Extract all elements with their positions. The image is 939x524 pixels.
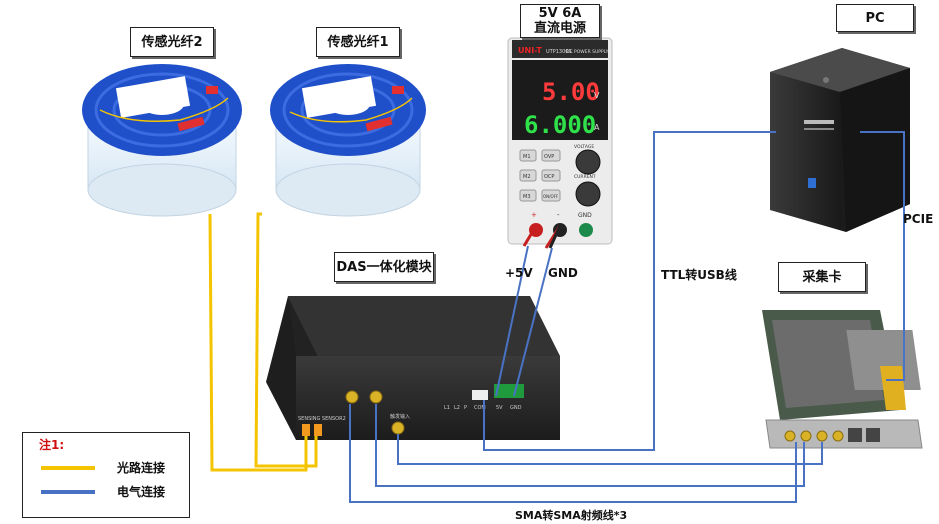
electrical-line-ttl-usb bbox=[483, 131, 776, 451]
svg-text:GND: GND bbox=[510, 405, 522, 411]
psu-model: UTP1306S bbox=[546, 49, 572, 55]
psu-current-unit: A bbox=[594, 123, 600, 132]
svg-text:M1: M1 bbox=[523, 154, 531, 160]
svg-text:-: - bbox=[557, 211, 560, 219]
label-plus5v: +5V bbox=[505, 266, 533, 280]
legend-electrical-swatch bbox=[41, 490, 95, 494]
psu-brand: UNI-T bbox=[518, 46, 542, 55]
label-daq-card: 采集卡 bbox=[778, 262, 866, 292]
electrical-line-sma-3 bbox=[397, 434, 823, 465]
svg-text:+: + bbox=[531, 211, 537, 219]
daq-sma-2 bbox=[800, 430, 812, 442]
svg-text:M3: M3 bbox=[523, 194, 531, 200]
daq-sma-1 bbox=[784, 430, 796, 442]
svg-text:L2: L2 bbox=[454, 405, 460, 411]
das-trigger-port bbox=[391, 421, 405, 435]
label-pc: PC bbox=[836, 4, 914, 32]
legend: 注1: 光路连接 电气连接 bbox=[22, 432, 190, 518]
das-sma-port-1 bbox=[345, 390, 359, 404]
fiber-spool-1 bbox=[270, 64, 426, 217]
power-supply: UNI-T UTP1306S DC POWER SUPPLY 5.00 V 6.… bbox=[507, 37, 613, 249]
psu-voltage-knob bbox=[575, 149, 601, 175]
psu-current-readout: 6.000 bbox=[524, 111, 596, 139]
psu-current-knob-label: CURRENT bbox=[574, 174, 596, 180]
optical-line-spool2 bbox=[208, 213, 308, 472]
svg-text:OCP: OCP bbox=[544, 174, 554, 180]
legend-optical-swatch bbox=[41, 466, 95, 470]
daq-card bbox=[762, 310, 923, 449]
psu-subtitle: DC POWER SUPPLY bbox=[566, 49, 609, 55]
label-gnd: GND bbox=[548, 266, 578, 280]
psu-gnd-terminal bbox=[579, 223, 593, 237]
electrical-line-gnd bbox=[513, 247, 553, 397]
label-fiber-2: 传感光纤2 bbox=[130, 27, 214, 57]
das-trigger-label: 触发输入 bbox=[390, 413, 410, 420]
daq-sma-3 bbox=[816, 430, 828, 442]
daq-sma-4 bbox=[832, 430, 844, 442]
svg-text:P: P bbox=[464, 405, 467, 411]
legend-optical-label: 光路连接 bbox=[117, 461, 166, 475]
psu-voltage-knob-label: VOLTAGE bbox=[574, 144, 594, 150]
electrical-line-plus5v bbox=[495, 245, 529, 397]
psu-current-knob bbox=[575, 181, 601, 207]
legend-electrical-label: 电气连接 bbox=[117, 485, 166, 499]
das-sensing-label: SENSING SENSOR2 bbox=[298, 416, 346, 422]
label-ttl-usb: TTL转USB线 bbox=[661, 268, 737, 282]
das-sma-port-2 bbox=[369, 390, 383, 404]
das-module: SENSING SENSOR2 触发输入 L1 L2 P COM 5V GND bbox=[266, 296, 560, 440]
svg-text:COM: COM bbox=[474, 405, 486, 411]
label-fiber-1: 传感光纤1 bbox=[316, 27, 400, 57]
psu-voltage-unit: V bbox=[594, 91, 600, 100]
electrical-line-sma-1 bbox=[349, 404, 797, 503]
electrical-line-pcie bbox=[860, 131, 905, 381]
optical-line-spool1 bbox=[254, 212, 318, 468]
psu-voltage-readout: 5.00 bbox=[542, 78, 600, 106]
svg-text:L1: L1 bbox=[444, 405, 450, 411]
pc-tower bbox=[770, 48, 910, 232]
legend-title: 注1: bbox=[39, 438, 65, 452]
label-das-module: DAS一体化模块 bbox=[334, 252, 434, 282]
optical-connections bbox=[208, 212, 318, 472]
svg-text:5V: 5V bbox=[496, 405, 503, 411]
electrical-connections bbox=[349, 131, 905, 503]
label-power-supply: 5V 6A 直流电源 bbox=[520, 4, 600, 38]
label-sma-cable: SMA转SMA射频线*3 bbox=[515, 509, 628, 522]
psu-buttons: M1 OVP M2 OCP M3 ON/OFF bbox=[519, 149, 561, 202]
fiber-spool-2 bbox=[82, 64, 242, 217]
svg-text:OVP: OVP bbox=[544, 154, 554, 160]
svg-text:ON/OFF: ON/OFF bbox=[543, 194, 559, 199]
label-pcie: PCIE bbox=[903, 212, 934, 226]
svg-text:M2: M2 bbox=[523, 174, 531, 180]
svg-text:GND: GND bbox=[578, 212, 592, 219]
